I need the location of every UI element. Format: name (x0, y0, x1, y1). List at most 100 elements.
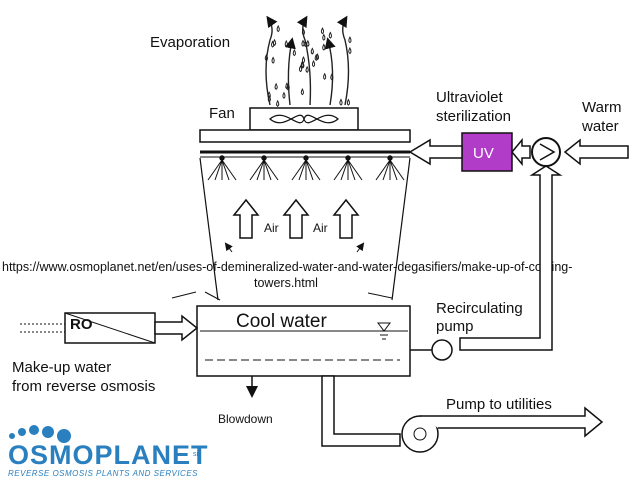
water-droplet (315, 53, 320, 61)
logo-dot (42, 426, 54, 438)
water-droplet (301, 56, 306, 64)
uv-label: UV (473, 145, 494, 162)
water-droplet (346, 98, 350, 106)
water-droplet (322, 43, 326, 51)
water-droplet (339, 98, 343, 106)
spray-nozzle (261, 155, 267, 161)
uv-title-line2: sterilization (436, 108, 511, 125)
water-droplet (314, 53, 318, 61)
flow-arrows-top (408, 137, 629, 167)
water-droplet (292, 48, 296, 57)
cool-water-label: Cool water (236, 311, 327, 332)
pump-utilities-label: Pump to utilities (446, 396, 552, 413)
utilities-pipe (321, 375, 401, 447)
water-droplet (284, 39, 288, 48)
spray-jet (221, 159, 230, 181)
ro-to-basin-arrow (154, 314, 199, 342)
spray-jet (291, 159, 307, 181)
spray-jet (214, 159, 223, 181)
fan-label: Fan (209, 105, 235, 122)
osmoplanet-logo: OSMOPLANET srl REVERSE OSMOSIS PLANTS AN… (8, 425, 209, 478)
spray-nozzle (345, 155, 351, 161)
water-droplet (348, 46, 352, 55)
spray-nozzle (303, 155, 309, 161)
water-droplet (306, 39, 310, 47)
fan-icon (269, 114, 339, 124)
water-droplet (276, 24, 280, 33)
spray-jet (207, 159, 223, 181)
utilities-arrow (420, 406, 604, 438)
logo-dot (29, 425, 39, 435)
water-droplet (272, 38, 277, 47)
air-arrows (232, 198, 360, 239)
logo-dot (18, 428, 26, 436)
spray-jet (340, 159, 349, 181)
water-droplet (298, 64, 303, 73)
spray-jet (263, 159, 279, 181)
water-droplet (271, 56, 275, 64)
spray-nozzle (219, 155, 225, 161)
spray-jet (263, 159, 272, 181)
logo-tagline: REVERSE OSMOSIS PLANTS AND SERVICES (8, 469, 198, 478)
air-label-2: Air (313, 221, 328, 235)
spray-jet (333, 159, 349, 181)
water-droplet (328, 31, 332, 39)
water-droplet (320, 27, 325, 35)
return-pipe (459, 165, 563, 351)
evaporation-arrows (265, 15, 350, 106)
spray-nozzles (207, 155, 405, 181)
recirc-pump-line2: pump (436, 318, 474, 335)
spray-jet (347, 159, 363, 181)
water-droplet (274, 82, 278, 90)
water-droplet (300, 88, 304, 96)
makeup-water-line2: from reverse osmosis (12, 378, 155, 395)
water-droplet (322, 33, 326, 41)
air-label-1: Air (264, 221, 279, 235)
source-url-line2: towers.html (254, 276, 318, 290)
water-droplet (348, 36, 352, 44)
recirc-pump-line1: Recirculating (436, 300, 523, 317)
water-droplet (282, 91, 286, 99)
water-level-icon (377, 322, 391, 340)
water-droplet (311, 59, 316, 68)
spray-jet (382, 159, 391, 181)
logo-dot (57, 429, 71, 443)
cool-water-basin (196, 305, 411, 377)
spray-jet (305, 159, 314, 181)
evaporation-label: Evaporation (150, 34, 230, 51)
spray-jet (347, 159, 356, 181)
warm-water-line1: Warm (582, 99, 621, 116)
water-droplet (285, 82, 289, 90)
water-droplet (276, 99, 280, 107)
inflow-arrows (171, 242, 393, 301)
logo-name: OSMOPLANET (8, 440, 209, 470)
water-droplet (323, 72, 327, 80)
uv-unit (461, 132, 513, 172)
spray-jet (298, 159, 307, 181)
warm-water-line2: water (581, 118, 619, 135)
water-droplet (300, 60, 304, 68)
makeup-water-line1: Make-up water (12, 359, 111, 376)
tower-right-wall (391, 157, 411, 301)
source-url-line1: https://www.osmoplanet.net/en/uses-of-de… (2, 260, 572, 274)
logo-dot (9, 433, 15, 439)
spray-jet (305, 159, 321, 181)
tower-top (199, 129, 411, 143)
spray-jet (221, 159, 237, 181)
warm-water-pump (531, 137, 561, 167)
blowdown-label: Blowdown (218, 412, 273, 426)
ro-label: RO (70, 316, 93, 333)
evaporation-droplets (264, 24, 352, 107)
spray-jet (249, 159, 265, 181)
water-droplet (310, 47, 314, 55)
spray-jet (256, 159, 265, 181)
spray-jet (389, 159, 398, 181)
uv-title-line1: Ultraviolet (436, 89, 504, 106)
tower-left-wall (199, 157, 219, 301)
spray-jet (375, 159, 391, 181)
logo-dots (9, 425, 71, 443)
spray-nozzle (387, 155, 393, 161)
recirc-pump (431, 339, 453, 361)
water-droplet (301, 39, 305, 47)
